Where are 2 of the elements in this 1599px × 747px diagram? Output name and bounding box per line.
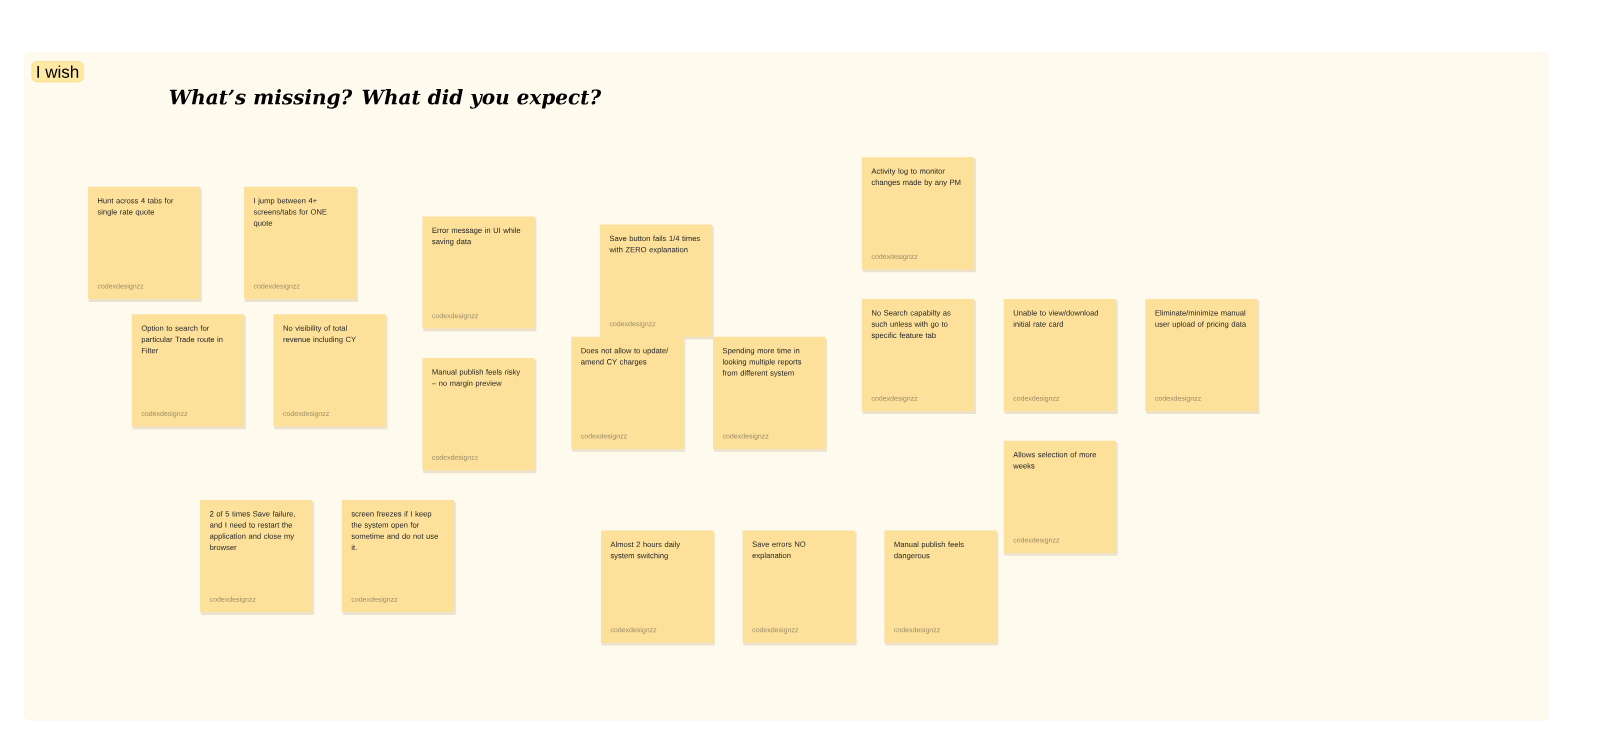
board-title: What’s missing? What did you expect? [169,89,601,109]
frame-tag: I wish [31,61,84,83]
